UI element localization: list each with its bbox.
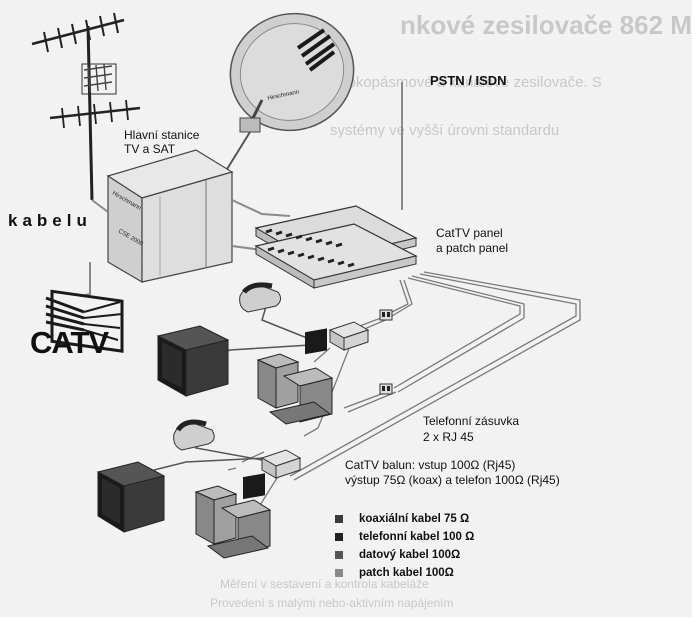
pstn-label: PSTN / ISDN: [430, 73, 507, 88]
headend-title-line2: TV a SAT: [124, 142, 176, 156]
tv-antenna-icon: [31, 12, 141, 201]
balun-2-icon: [260, 449, 302, 479]
structured-cables: [227, 271, 581, 519]
patch-panel: [254, 205, 418, 289]
panel-label-line2: a patch panel: [436, 241, 509, 255]
pc-1-icon: [256, 328, 334, 425]
uhf-antenna-icon: [81, 63, 117, 95]
wall-socket-2-icon: [379, 383, 393, 395]
phone-1-icon: [239, 282, 282, 313]
bg-line-1: šokopásmové a kanálové zesilovače. S: [340, 74, 602, 91]
catv-symbol-icon: [45, 289, 124, 353]
balun-label-line2: výstup 75Ω (koax) a telefon 100Ω (Rj45): [345, 473, 560, 487]
headend-unit: [106, 149, 234, 284]
tv-2-icon: [96, 461, 166, 533]
cable-legend: koaxiální kabel 75 Ω telefonní kabel 100 …: [335, 510, 474, 582]
bg-line-4: Provedení s malými nebo-aktivním napájen…: [210, 596, 454, 610]
legend-swatch: [335, 533, 343, 541]
bg-heading: nkové zesilovače 862 M: [400, 10, 692, 40]
panel-label-line1: CatTV panel: [436, 226, 503, 240]
socket-label-line2: 2 x RJ 45: [423, 430, 474, 444]
wall-socket-1-icon: [379, 309, 393, 321]
legend-swatch: [335, 515, 343, 523]
legend-swatch: [335, 551, 343, 559]
phone-2-icon: [173, 419, 215, 451]
legend-swatch: [335, 569, 343, 577]
legend-item: patch kabel 100Ω: [335, 564, 474, 582]
balun-label-line1: CatTV balun: vstup 100Ω (Rj45): [345, 458, 516, 472]
cable-lines: [79, 82, 403, 297]
kabelu-label: kabelu: [8, 211, 92, 230]
legend-label: koaxiální kabel 75 Ω: [359, 513, 470, 525]
legend-item: datový kabel 100Ω: [335, 546, 474, 564]
legend-label: datový kabel 100Ω: [359, 549, 461, 561]
legend-label: patch kabel 100Ω: [359, 567, 454, 579]
headend-title-line1: Hlavní stanice: [124, 128, 200, 142]
bg-line-3: Měření v sestavení a kontrola kabeláže: [220, 577, 429, 591]
legend-item: koaxiální kabel 75 Ω: [335, 510, 474, 528]
satellite-dish-icon: [223, 12, 355, 175]
legend-item: telefonní kabel 100 Ω: [335, 528, 474, 546]
diagram-stage: nkové zesilovače 862 M šokopásmové a kan…: [8, 10, 692, 610]
pc-2-icon: [194, 473, 272, 559]
legend-label: telefonní kabel 100 Ω: [359, 531, 475, 543]
socket-label-line1: Telefonní zásuvka: [423, 414, 520, 428]
balun-1-icon: [328, 321, 370, 351]
tv-1-icon: [156, 325, 230, 397]
catv-label: CATV: [30, 325, 109, 360]
bg-line-2: systémy ve vyšší úrovni standardu: [330, 122, 560, 139]
diagram-graphics: Hirschmann Hirschmann CSE 2000: [31, 12, 581, 559]
